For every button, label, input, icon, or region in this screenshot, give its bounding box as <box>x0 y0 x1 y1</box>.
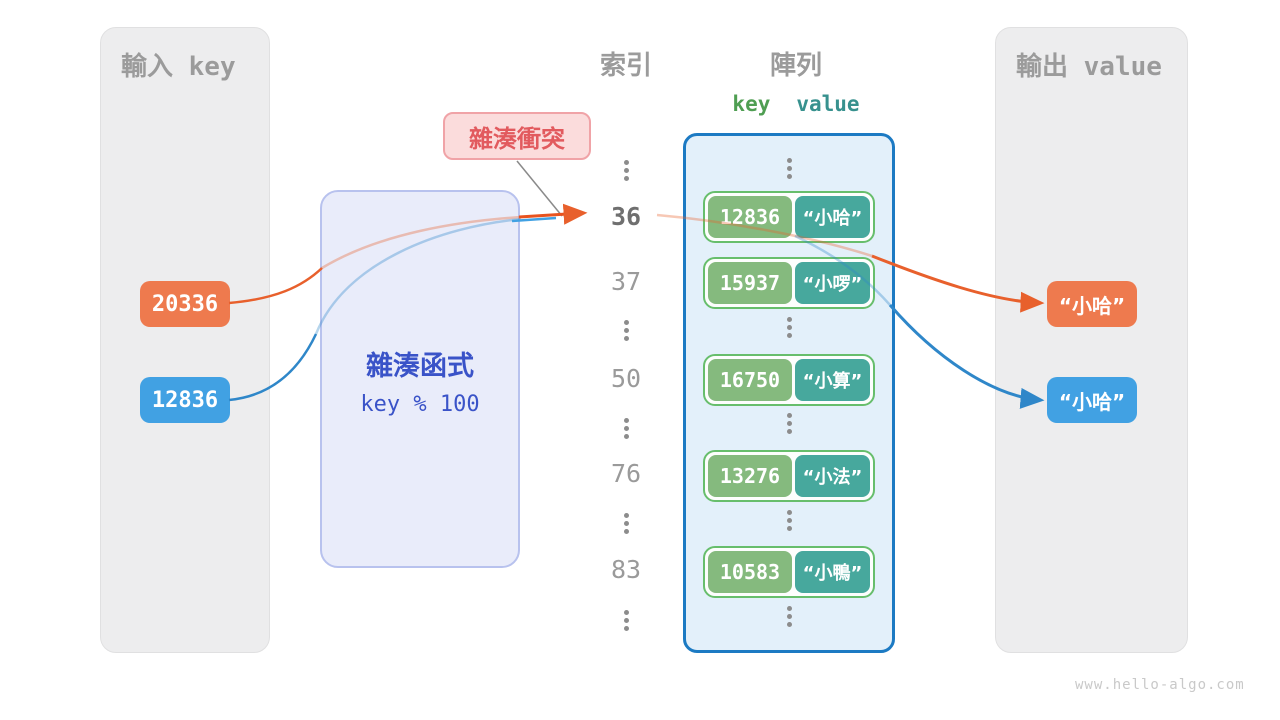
pair-key: 13276 <box>708 455 792 497</box>
input-key-20336: 20336 <box>140 281 230 327</box>
array-pair-10583: 10583“小鴨” <box>703 546 875 598</box>
index-value-36: 36 <box>610 202 642 231</box>
watermark: www.hello-algo.com <box>1075 677 1245 693</box>
array-value-header: value <box>796 92 860 116</box>
input-panel-title: 輸入 key <box>121 52 236 82</box>
index-ellipsis <box>623 320 629 344</box>
pair-key: 10583 <box>708 551 792 593</box>
hash-to-index-arrow <box>518 203 588 225</box>
index-value-37: 37 <box>610 267 642 296</box>
index-ellipsis <box>623 418 629 442</box>
array-ellipsis <box>786 606 792 630</box>
index-ellipsis <box>623 513 629 537</box>
array-ellipsis <box>786 510 792 534</box>
array-pair-13276: 13276“小法” <box>703 450 875 502</box>
index-column-title: 索引 <box>599 51 652 81</box>
hash-collision-badge: 雜湊衝突 <box>443 112 591 160</box>
array-ellipsis <box>786 158 792 182</box>
index-value-76: 76 <box>610 459 642 488</box>
pair-value: “小算” <box>795 359 870 401</box>
pair-key: 15937 <box>708 262 792 304</box>
index-value-50: 50 <box>610 364 642 393</box>
pair-value: “小鴨” <box>795 551 870 593</box>
pair-value: “小啰” <box>795 262 870 304</box>
hash-function-title: 雜湊函式 <box>366 351 474 382</box>
index-ellipsis <box>623 160 629 184</box>
array-ellipsis <box>786 413 792 437</box>
output-panel-title: 輸出 value <box>1016 52 1162 82</box>
array-pair-16750: 16750“小算” <box>703 354 875 406</box>
pair-value: “小哈” <box>795 196 870 238</box>
input-key-12836: 12836 <box>140 377 230 423</box>
output-value-panel: 輸出 value <box>995 27 1188 653</box>
badge-pointer-line <box>516 160 563 217</box>
pair-value: “小法” <box>795 455 870 497</box>
hash-function-box: 雜湊函式 key % 100 <box>320 190 520 568</box>
array-column-title: 陣列 <box>769 51 822 81</box>
hash-function-formula: key % 100 <box>360 392 480 417</box>
pair-key: 16750 <box>708 359 792 401</box>
array-pair-12836: 12836“小哈” <box>703 191 875 243</box>
output-value-orange: “小哈” <box>1047 281 1137 327</box>
output-value-blue: “小哈” <box>1047 377 1137 423</box>
array-kv-header: key value <box>690 92 902 116</box>
array-key-header: key <box>732 92 771 116</box>
array-pair-15937: 15937“小啰” <box>703 257 875 309</box>
input-key-panel: 輸入 key <box>100 27 270 653</box>
pair-key: 12836 <box>708 196 792 238</box>
array-ellipsis <box>786 317 792 341</box>
index-ellipsis <box>623 610 629 634</box>
index-value-83: 83 <box>610 555 642 584</box>
